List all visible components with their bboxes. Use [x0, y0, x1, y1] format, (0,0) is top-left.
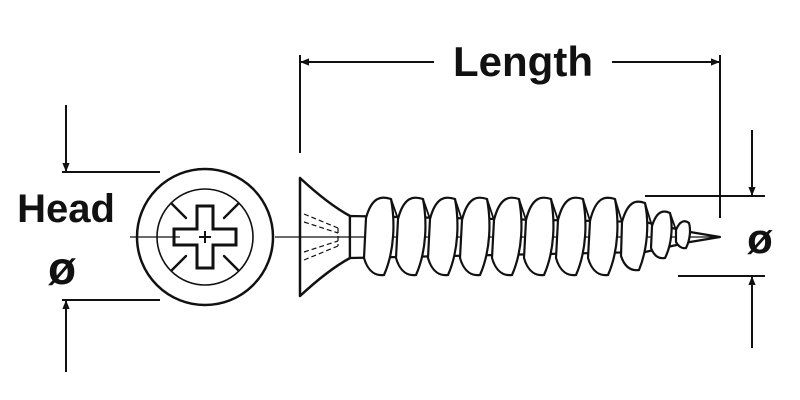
head-label: Head: [17, 187, 115, 231]
pozidriv-tick-marks: [170, 202, 240, 272]
length-label: Length: [453, 38, 593, 85]
thread-back-edges: [390, 198, 677, 231]
screw-threads: [362, 196, 692, 277]
head-diameter-dimension: Head ø: [17, 105, 160, 372]
screw-side-view: [298, 176, 722, 298]
head-diameter-symbol: ø: [48, 242, 76, 294]
shank-diameter-symbol: ø: [747, 215, 773, 262]
length-dimension: Length: [299, 38, 721, 218]
screw-head-top-view: [135, 167, 275, 307]
shank-diameter-dimension: ø: [645, 130, 773, 348]
